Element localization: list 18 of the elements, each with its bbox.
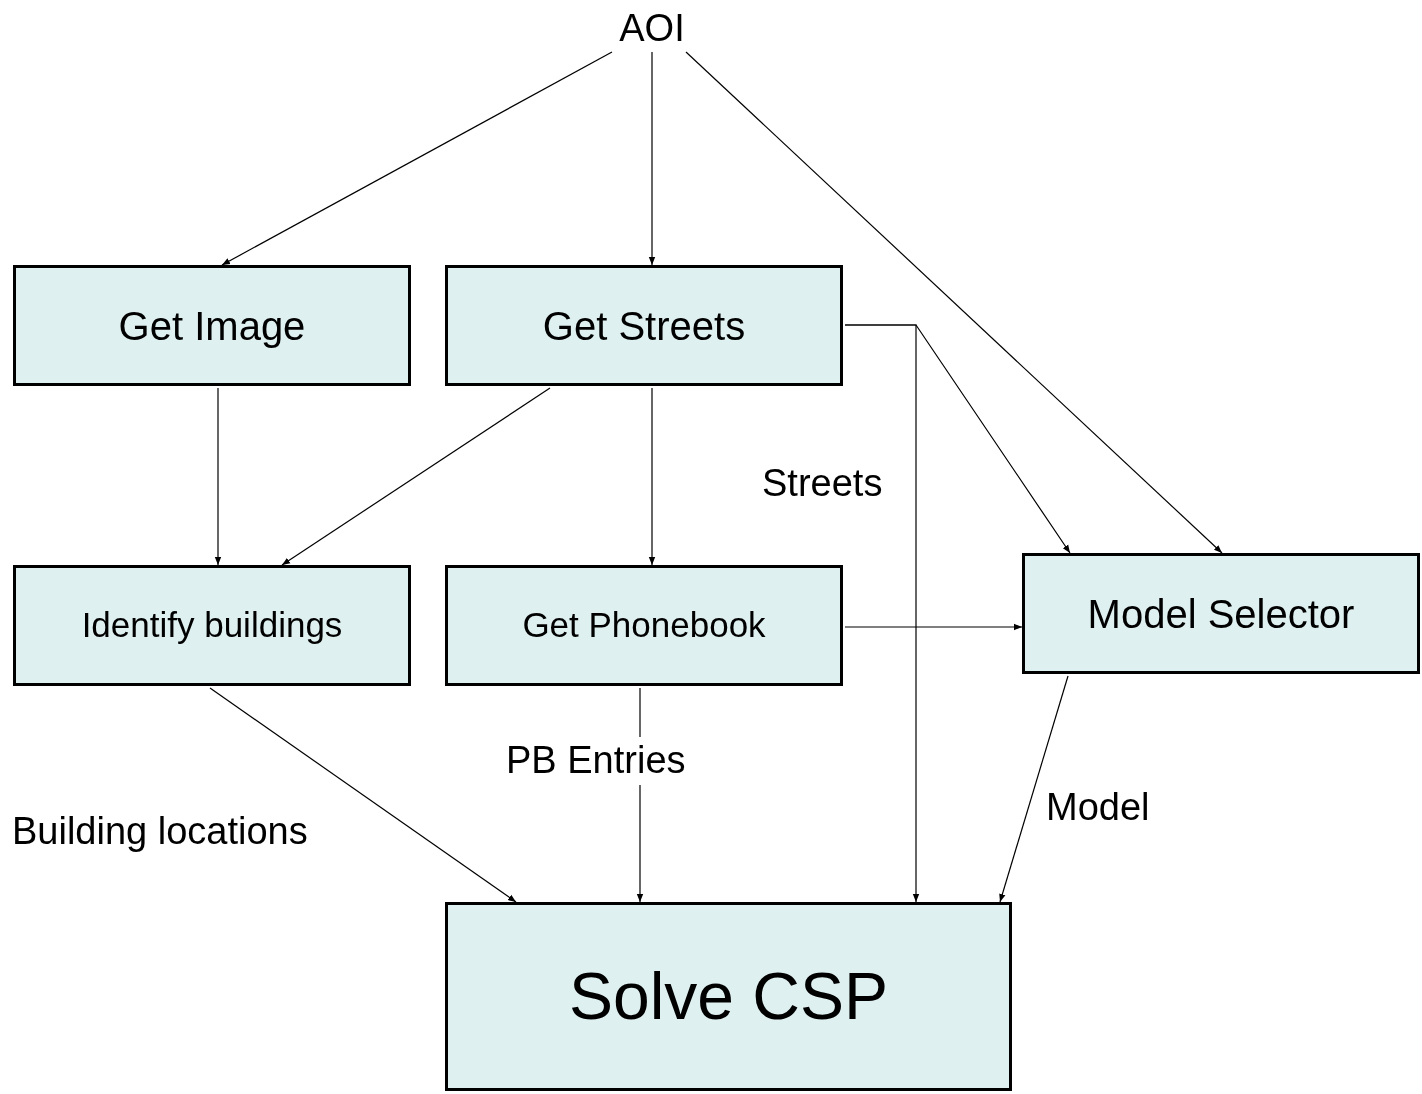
process-box: Model Selector <box>1022 553 1420 674</box>
edge-label: PB Entries <box>506 737 686 785</box>
arrow <box>281 387 551 566</box>
arrow <box>648 387 656 566</box>
process-box: Solve CSP <box>445 902 1012 1091</box>
arrow <box>844 623 1023 631</box>
input-label: AOI <box>600 5 704 51</box>
arrow <box>214 387 222 566</box>
arrow <box>221 51 613 266</box>
process-box: Get Phonebook <box>445 565 843 686</box>
process-box: Identify buildings <box>13 565 411 686</box>
arrow <box>209 687 517 903</box>
process-box: Get Image <box>13 265 411 386</box>
arrow <box>685 51 1223 554</box>
arrow <box>999 675 1069 903</box>
process-box: Get Streets <box>445 265 843 386</box>
arrow <box>648 51 656 266</box>
arrow <box>844 324 920 903</box>
